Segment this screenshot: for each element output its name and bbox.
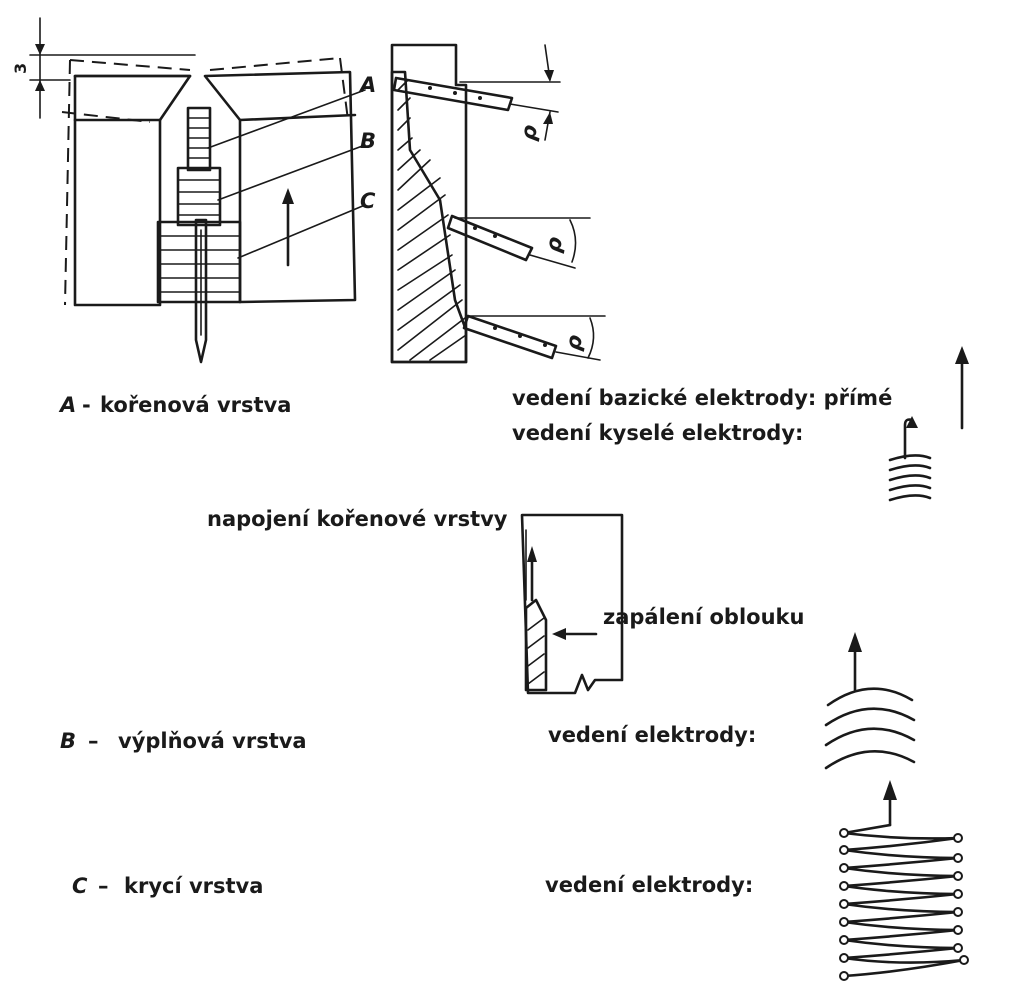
arrow-up-icon xyxy=(955,346,969,364)
svg-text:–: – xyxy=(98,874,109,898)
layer-fill-text: výplňová vrstva xyxy=(118,729,307,753)
layer-cover-letter: C xyxy=(72,874,88,898)
angle-mark-3: ρ xyxy=(561,333,587,352)
layer-root-text: kořenová vrstva xyxy=(100,393,291,417)
weld-stack xyxy=(156,106,242,364)
fill-layer-guidance: vedení elektrody: xyxy=(548,723,756,747)
basic-electrode-guidance: vedení bazické elektrody: přímé xyxy=(512,386,892,410)
callout-c: C xyxy=(360,189,376,213)
root-connection-detail: napojení kořenové vrstvy zapálení oblouk… xyxy=(207,507,804,695)
acid-electrode-guidance: vedení kyselé elektrody: xyxy=(512,421,803,445)
joint-side-section: ρ ρ ρ A B C xyxy=(358,43,606,364)
root-connection-title: napojení kořenové vrstvy xyxy=(207,507,508,531)
arrow-left-icon xyxy=(552,628,566,640)
joint-front-view: 3 xyxy=(11,17,366,364)
svg-text:–: – xyxy=(88,729,99,753)
cover-layer-guidance: vedení elektrody: xyxy=(545,873,753,897)
svg-text:-: - xyxy=(82,393,91,417)
guidance-fill: vedení elektrody: xyxy=(548,632,916,770)
arc-strike-label: zapálení oblouku xyxy=(603,605,804,629)
angle-mark-1: ρ xyxy=(516,123,542,142)
callout-b: B xyxy=(360,129,376,153)
crescent-weave-icon xyxy=(824,632,916,770)
layer-labels: A - kořenová vrstva B – výplňová vrstva … xyxy=(58,393,307,898)
layer-root-letter: A xyxy=(58,393,76,417)
guidance-top: vedení bazické elektrody: přímé vedení k… xyxy=(512,346,969,502)
zigzag-weave-icon xyxy=(839,780,969,981)
angle-mark-2: ρ xyxy=(541,235,567,254)
callout-a: A xyxy=(358,73,376,97)
weave-pattern-icon xyxy=(888,416,932,502)
layer-cover-text: krycí vrstva xyxy=(124,874,263,898)
guidance-cover: vedení elektrody: xyxy=(545,780,969,981)
layer-fill-letter: B xyxy=(60,729,76,753)
dimension-mark: 3 xyxy=(11,17,196,119)
dimension-value: 3 xyxy=(11,63,30,74)
